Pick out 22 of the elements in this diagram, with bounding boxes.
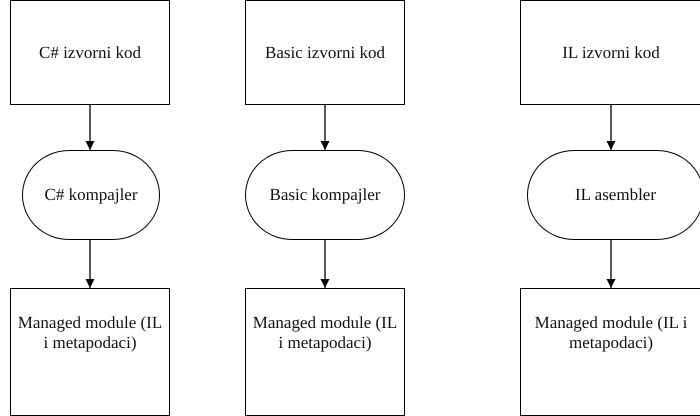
node-label: Managed module (IL i metapodaci) xyxy=(252,313,398,353)
node-label: Basic izvorni kod xyxy=(264,42,386,62)
arrow xyxy=(86,105,94,150)
node-label: C# kompajler xyxy=(43,185,138,205)
process-box xyxy=(520,288,700,416)
process-box xyxy=(10,288,170,416)
node-label: C# izvorni kod xyxy=(38,42,142,62)
arrow xyxy=(86,240,94,288)
process-box xyxy=(245,288,405,416)
process-terminal xyxy=(527,150,700,240)
arrow xyxy=(606,105,616,150)
arrow xyxy=(606,240,616,288)
node-label: Managed module (IL i metapodaci) xyxy=(534,313,688,353)
arrow xyxy=(320,240,330,288)
process-box xyxy=(520,0,700,105)
node-label: Managed module (IL i metapodaci) xyxy=(16,313,164,353)
process-box xyxy=(10,0,170,105)
process-box xyxy=(245,0,405,105)
node-label: IL izvorni kod xyxy=(561,42,661,62)
node-label: IL asembler xyxy=(574,185,658,205)
node-label: Basic kompajler xyxy=(268,185,382,205)
arrow xyxy=(320,105,330,150)
